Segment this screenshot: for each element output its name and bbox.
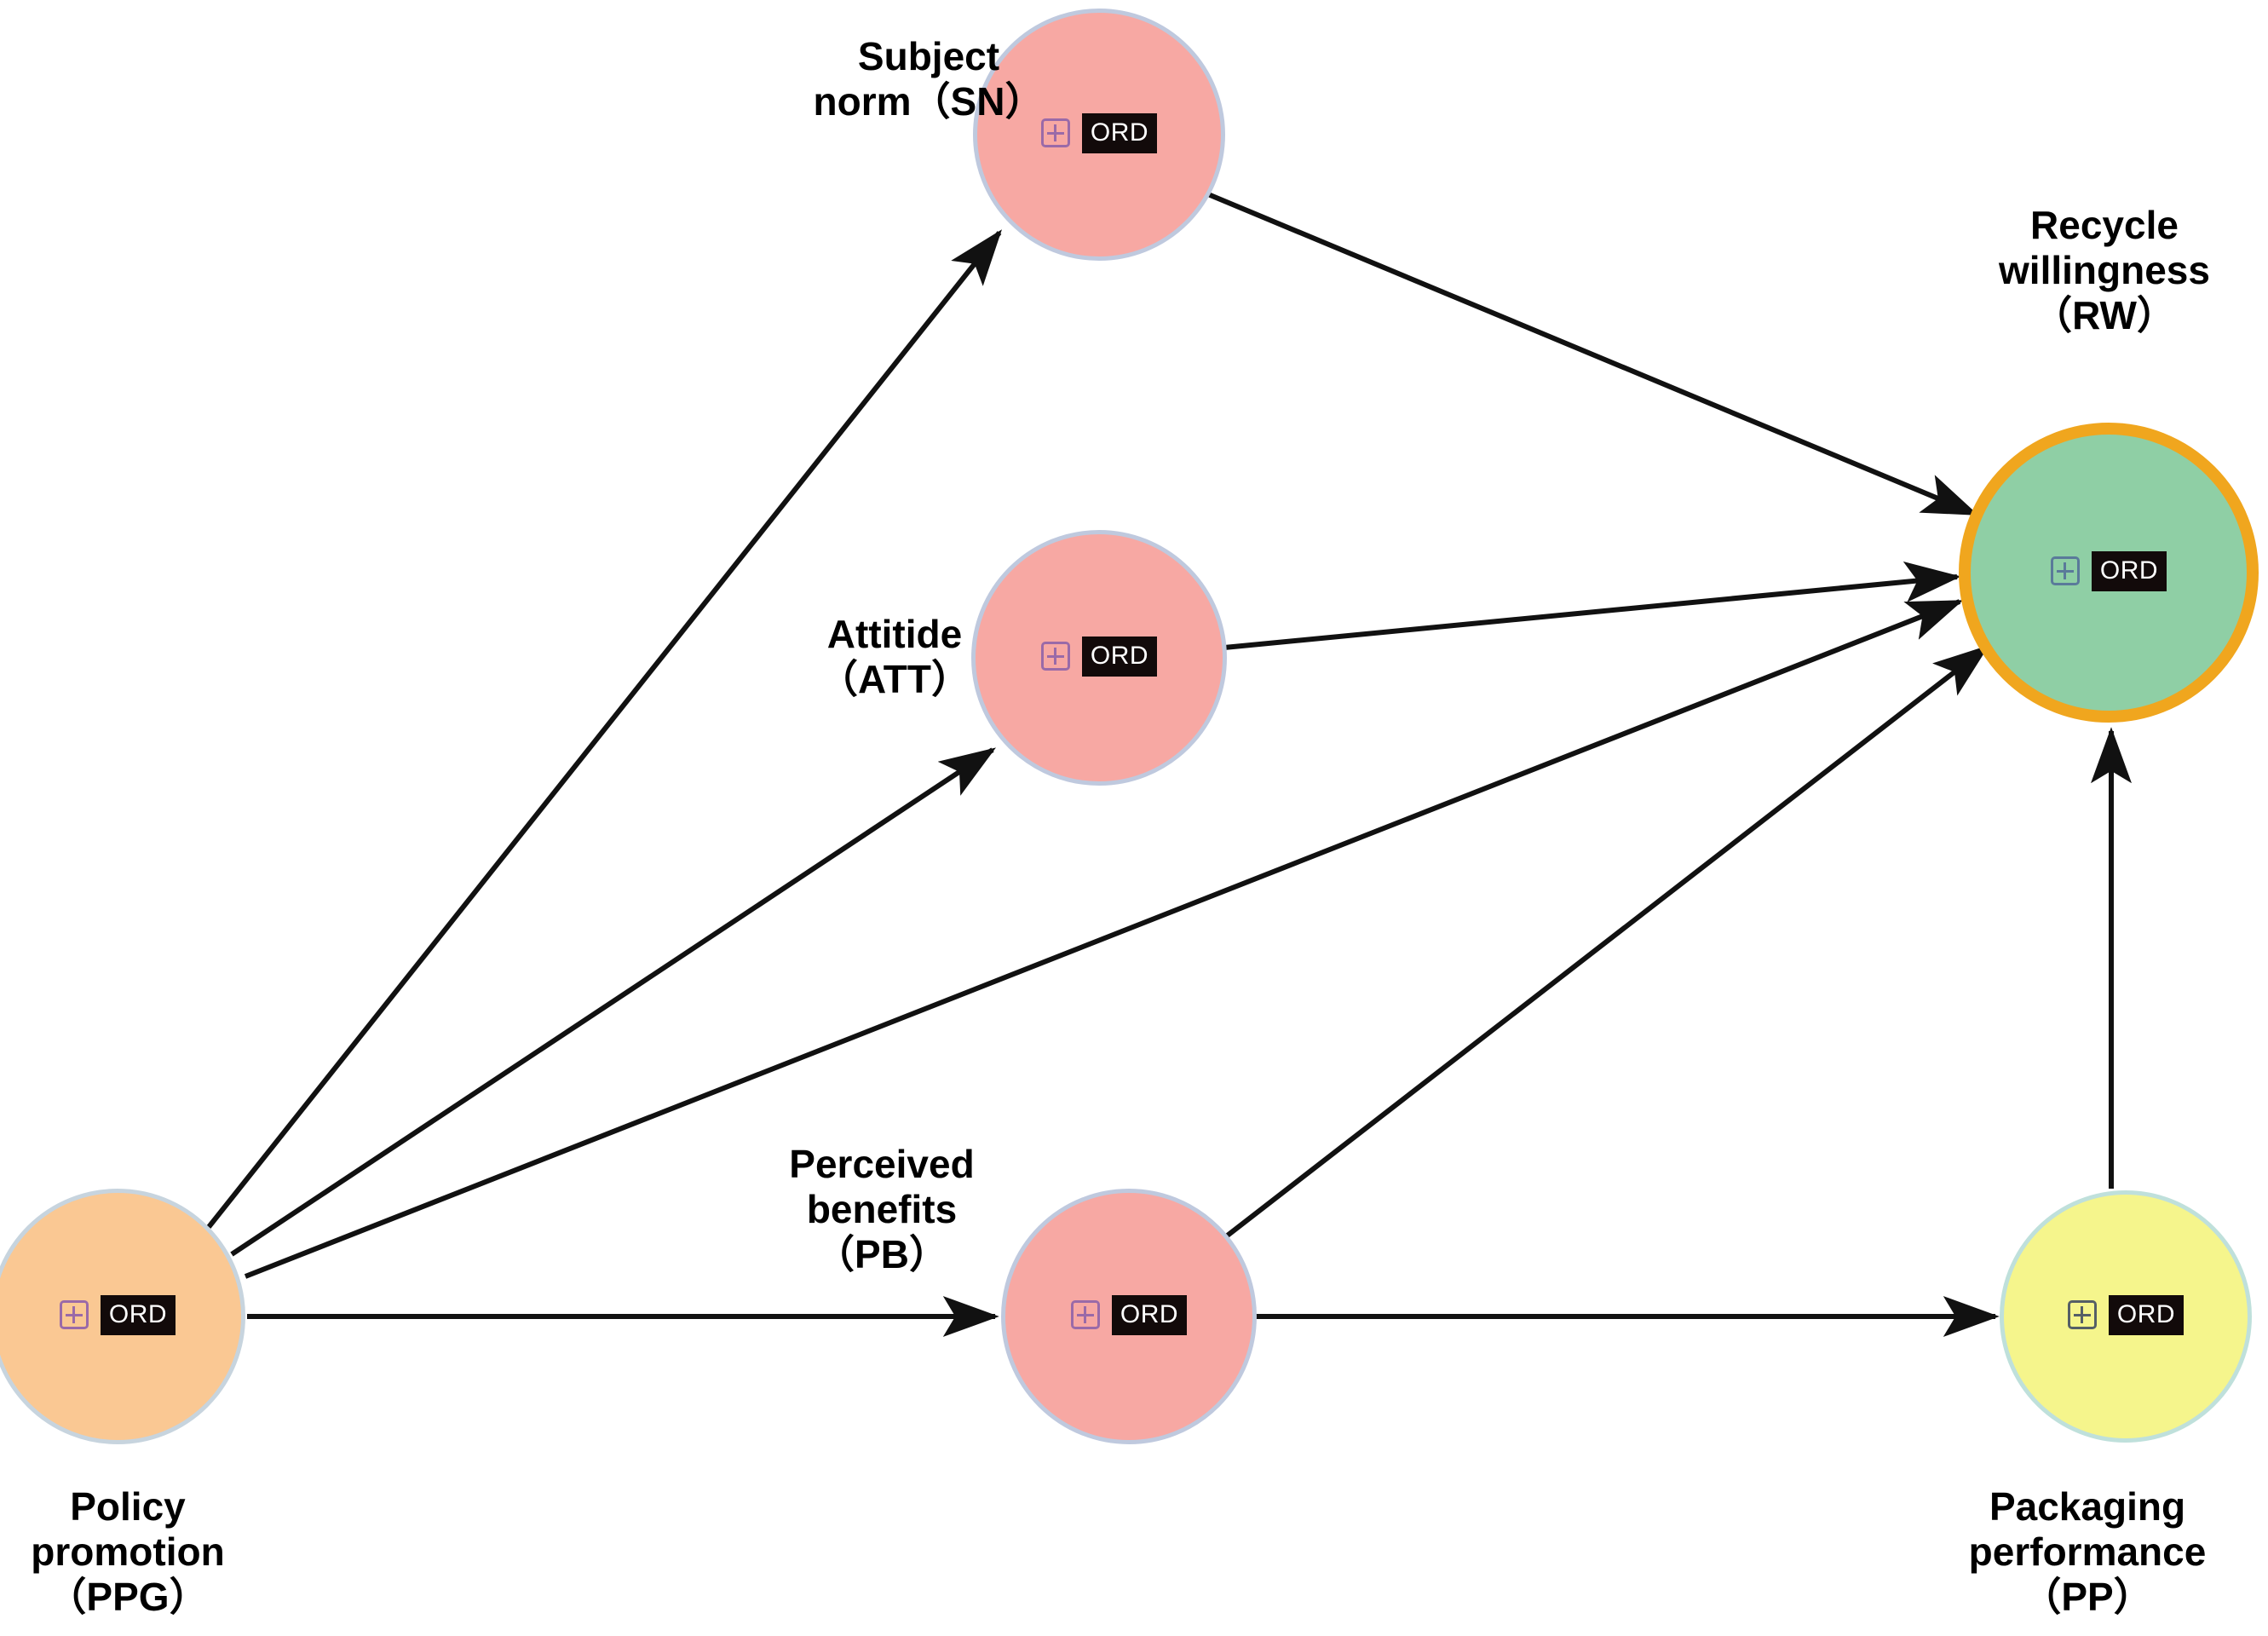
plus-box-icon[interactable] — [59, 1300, 89, 1329]
node-pb[interactable]: ORD — [1001, 1189, 1257, 1444]
edge-sn-rw — [1206, 192, 1979, 516]
node-badge: ORD — [2067, 1294, 2185, 1335]
node-label-att: Attitide （ATT） — [818, 612, 970, 701]
edge-ppg-sn — [206, 229, 1002, 1229]
node-badge: ORD — [1070, 1294, 1188, 1335]
node-label-pp: Packaging performance （PP） — [1968, 1484, 2207, 1619]
plus-box-icon[interactable] — [1040, 642, 1070, 671]
node-badge: ORD — [2050, 550, 2167, 591]
node-label-pb: Perceived benefits （PB） — [789, 1142, 975, 1276]
ord-chip: ORD — [1081, 636, 1158, 677]
edge-ppg-att — [230, 747, 997, 1257]
edge-pb-rw — [1223, 645, 1989, 1240]
ord-chip: ORD — [2108, 1294, 2185, 1335]
plus-box-icon[interactable] — [1070, 1300, 1100, 1329]
ord-chip: ORD — [1081, 112, 1158, 153]
edge-att-rw — [1223, 561, 1961, 650]
node-label-sn: Subject norm（SN） — [813, 34, 1045, 124]
node-att[interactable]: ORD — [971, 530, 1227, 786]
node-pp[interactable]: ORD — [2000, 1190, 2252, 1443]
plus-box-icon[interactable] — [2067, 1300, 2097, 1329]
plus-box-icon[interactable] — [1040, 118, 1070, 147]
node-label-ppg: Policy promotion （PPG） — [31, 1484, 225, 1619]
ord-chip: ORD — [1111, 1294, 1188, 1335]
node-rw[interactable]: ORD — [1959, 423, 2259, 723]
edge-ppg-rw — [244, 599, 1964, 1279]
plus-box-icon[interactable] — [2050, 556, 2080, 585]
node-sn[interactable]: ORD — [973, 9, 1225, 261]
node-badge: ORD — [1040, 636, 1158, 677]
node-ppg[interactable]: ORD — [0, 1189, 245, 1444]
node-badge: ORD — [1040, 112, 1158, 153]
ord-chip: ORD — [100, 1294, 176, 1335]
node-label-rw: Recycle willingness （RW） — [1999, 203, 2210, 337]
node-badge: ORD — [59, 1294, 176, 1335]
ord-chip: ORD — [2091, 550, 2167, 591]
